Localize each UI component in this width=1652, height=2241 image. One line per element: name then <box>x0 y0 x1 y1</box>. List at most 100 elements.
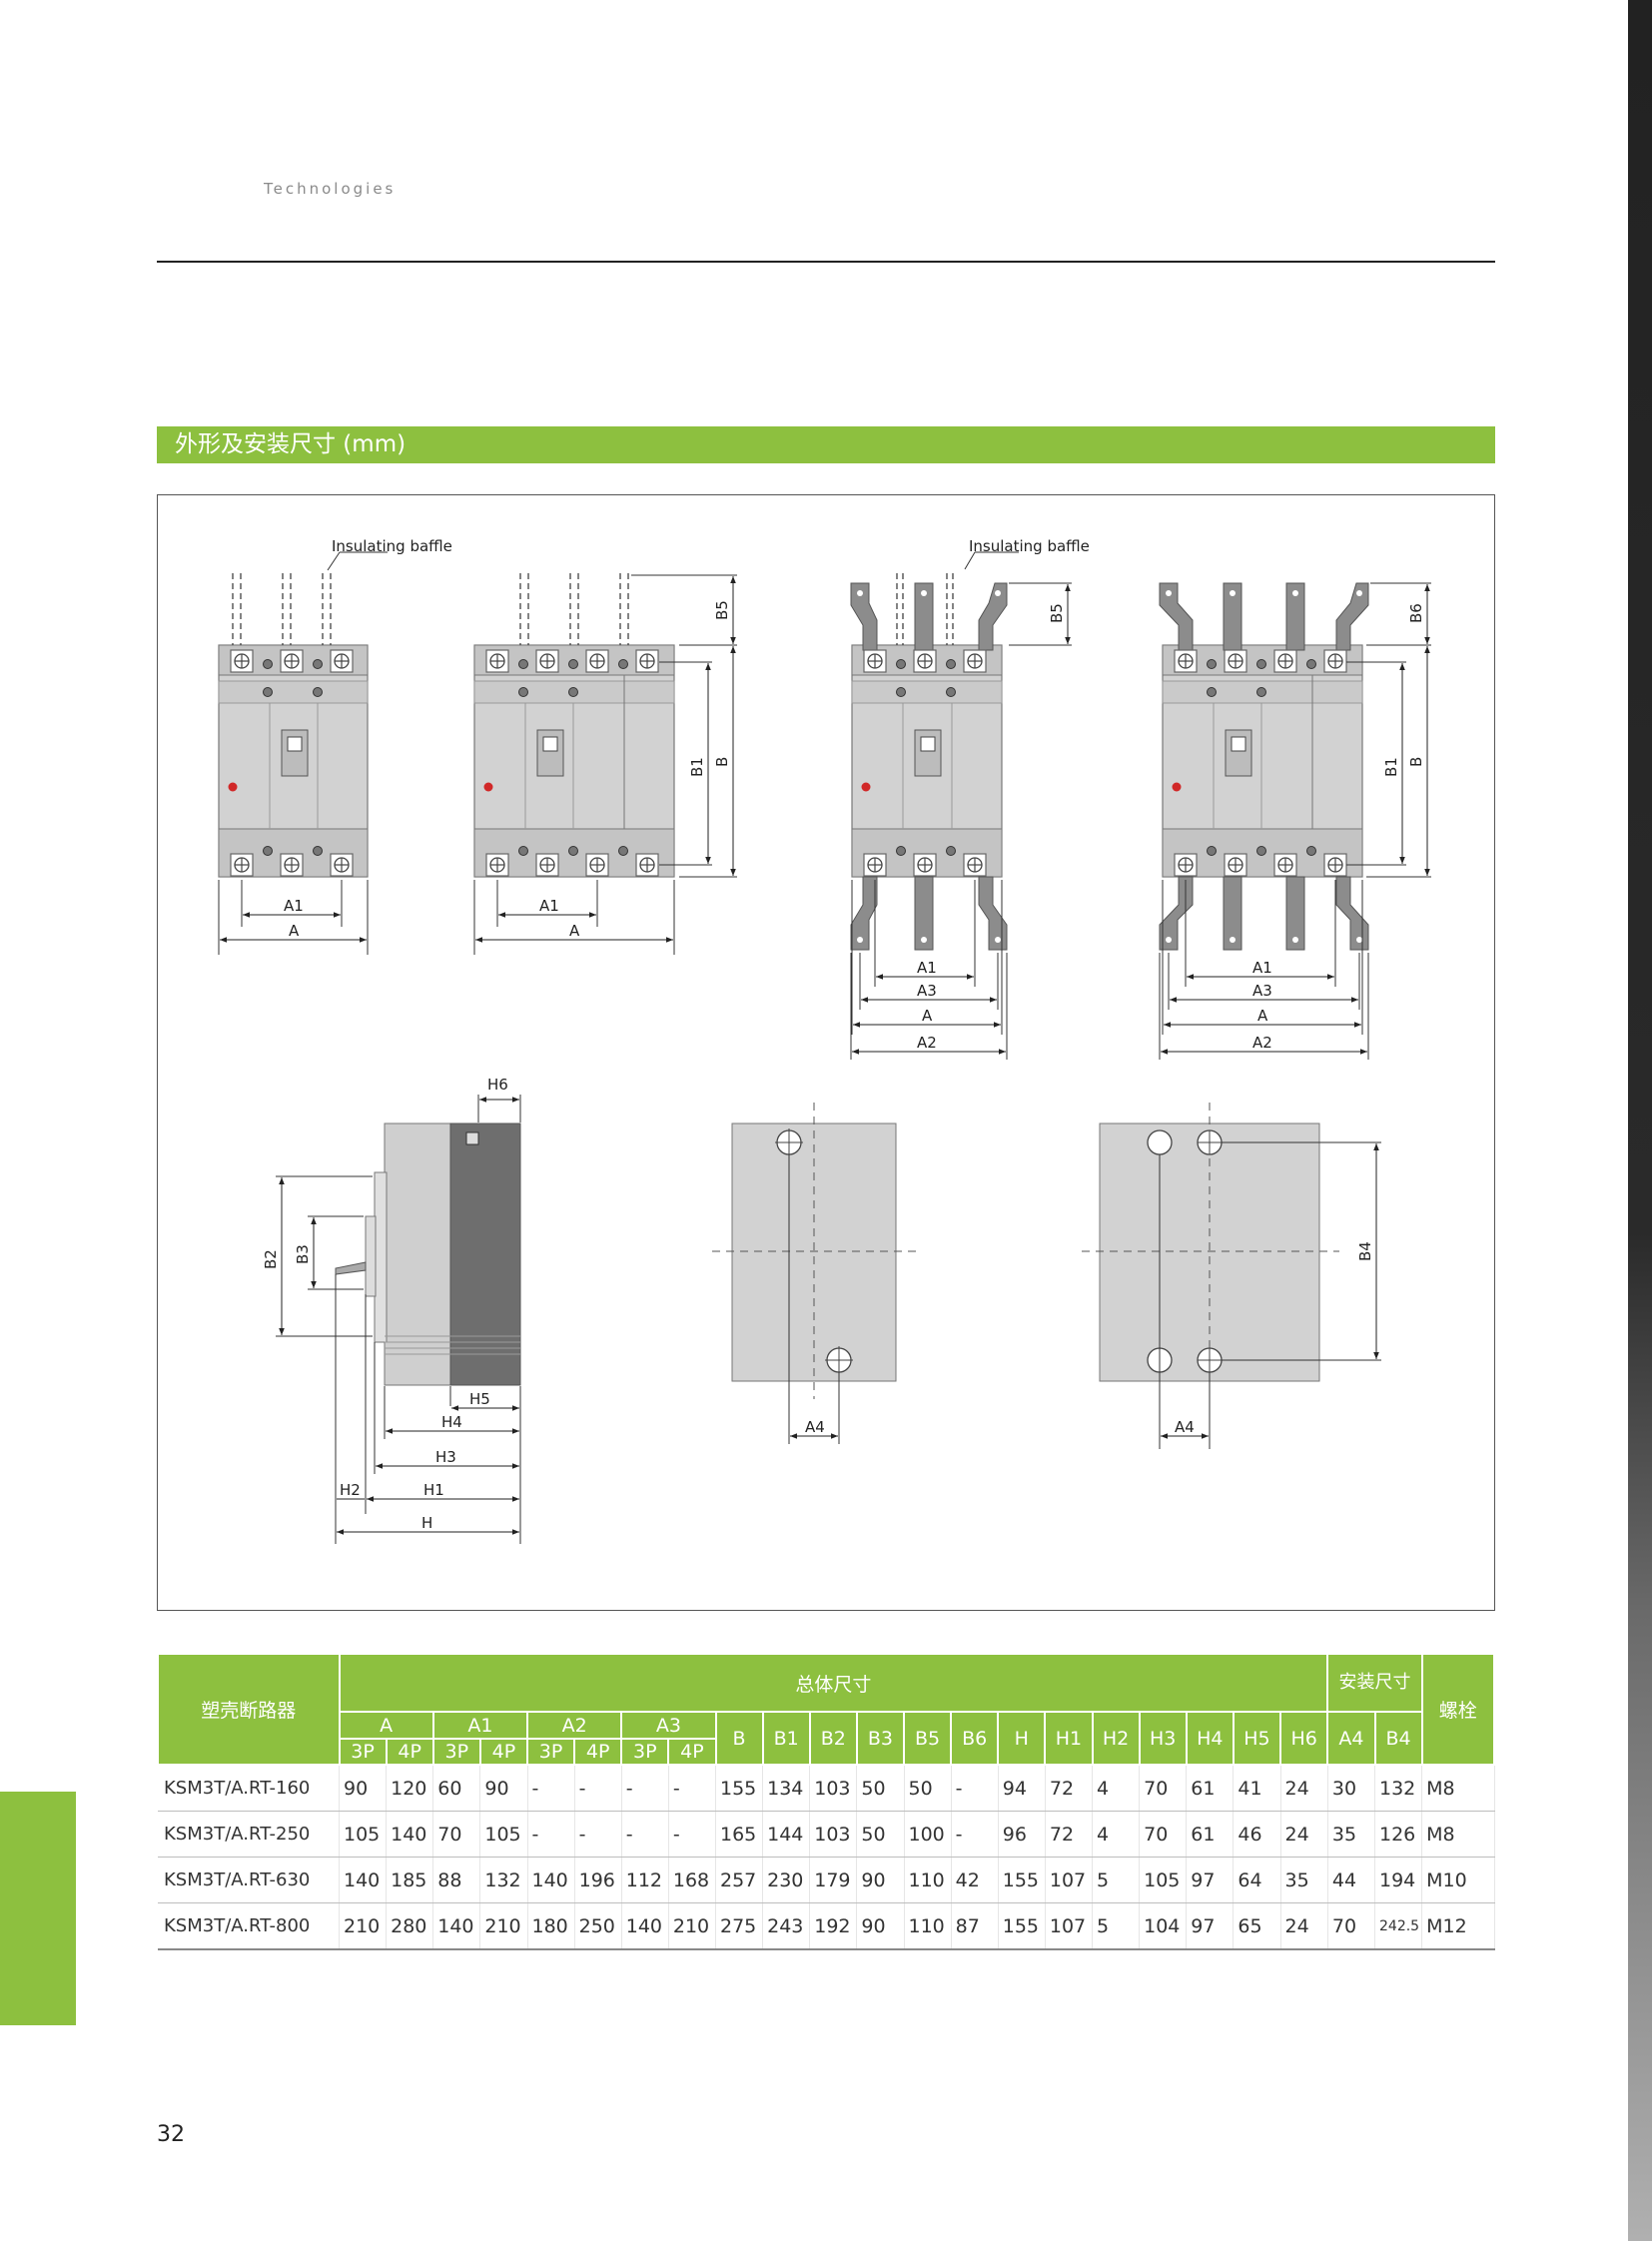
table-cell: 24 <box>1280 1811 1328 1858</box>
column-header: B <box>714 1711 764 1766</box>
column-header: B6 <box>950 1711 1000 1766</box>
dim-label-a2: A2 <box>1252 1034 1272 1052</box>
table-cell: 50 <box>856 1811 905 1858</box>
model-header: 塑壳断路器 <box>157 1653 341 1766</box>
model-cell: KSM3T/A.RT-800 <box>158 1902 340 1950</box>
table-cell: 70 <box>1139 1765 1188 1812</box>
table-cell: 134 <box>762 1765 811 1812</box>
dim-label-a: A <box>569 922 580 940</box>
dim-label-a: A <box>922 1007 933 1025</box>
table-cell: 30 <box>1327 1765 1376 1812</box>
dim-label-a: A <box>1257 1007 1268 1025</box>
front-view-3p: Insulating baffle A1 A <box>218 537 452 955</box>
mounting-view-four-hole: B4 A4 <box>1082 1103 1381 1449</box>
column-group-header: A3 <box>620 1711 717 1740</box>
table-cell: 140 <box>432 1902 481 1950</box>
column-header: H <box>997 1711 1047 1766</box>
running-head: Technologies <box>264 180 397 198</box>
table-cell: 132 <box>1374 1765 1423 1812</box>
column-header: B4 <box>1373 1711 1423 1766</box>
table-cell: 65 <box>1233 1902 1281 1950</box>
table-cell: 155 <box>998 1857 1046 1903</box>
table-cell: - <box>668 1765 717 1812</box>
table-cell: 64 <box>1233 1857 1281 1903</box>
column-header: B2 <box>808 1711 858 1766</box>
dim-label-b1: B1 <box>688 757 706 777</box>
dim-label-a4: A4 <box>805 1418 825 1436</box>
table-cell: 165 <box>715 1811 764 1858</box>
table-cell: 94 <box>998 1765 1046 1812</box>
front-view-4p-busbar: B6 B1 B A1 A3 A A2 <box>1159 582 1431 1060</box>
table-cell: 105 <box>1139 1857 1188 1903</box>
table-cell: 257 <box>715 1857 764 1903</box>
table-cell: 5 <box>1092 1857 1141 1903</box>
table-cell: 70 <box>1327 1902 1376 1950</box>
table-cell: 97 <box>1186 1902 1235 1950</box>
table-cell: 112 <box>621 1857 669 1903</box>
dim-label-a1: A1 <box>284 897 304 915</box>
table-cell: 132 <box>479 1857 528 1903</box>
table-cell: 50 <box>904 1765 952 1812</box>
dim-label-b6: B6 <box>1407 603 1425 623</box>
table-cell: - <box>621 1811 669 1858</box>
table-cell: 105 <box>479 1811 528 1858</box>
column-group-header: A1 <box>431 1711 529 1740</box>
dim-label-b3: B3 <box>294 1244 312 1264</box>
table-cell: 72 <box>1045 1765 1094 1812</box>
table-cell: 110 <box>904 1902 952 1950</box>
table-cell: 90 <box>339 1765 388 1812</box>
dim-label-b2: B2 <box>262 1249 280 1269</box>
table-cell: 192 <box>809 1902 858 1950</box>
mounting-view-two-hole: A4 <box>712 1103 917 1444</box>
table-cell: 230 <box>762 1857 811 1903</box>
dim-label-h: H <box>421 1514 432 1532</box>
table-cell: 87 <box>951 1902 999 1950</box>
table-cell: 100 <box>904 1811 952 1858</box>
table-cell: - <box>527 1811 575 1858</box>
table-cell: - <box>574 1765 622 1812</box>
table-cell: 155 <box>998 1902 1046 1950</box>
table-cell: 50 <box>856 1765 905 1812</box>
pole-subheader: 4P <box>385 1738 434 1766</box>
dim-label-h6: H6 <box>487 1076 508 1094</box>
table-cell: 88 <box>432 1857 481 1903</box>
model-cell: KSM3T/A.RT-630 <box>158 1857 340 1903</box>
table-cell: 4 <box>1092 1765 1141 1812</box>
overall-dimensions-header: 总体尺寸 <box>338 1653 1329 1713</box>
table-cell: 110 <box>904 1857 952 1903</box>
table-cell: M10 <box>1421 1857 1495 1903</box>
pole-subheader: 4P <box>667 1738 717 1766</box>
dim-label-b: B <box>1407 757 1425 767</box>
table-cell: 103 <box>809 1765 858 1812</box>
table-cell: 103 <box>809 1811 858 1858</box>
table-cell: 60 <box>432 1765 481 1812</box>
column-group-header: A2 <box>525 1711 623 1740</box>
column-header: H1 <box>1044 1711 1094 1766</box>
table-cell: 120 <box>386 1765 434 1812</box>
table-cell: 243 <box>762 1902 811 1950</box>
table-cell: 105 <box>339 1811 388 1858</box>
dim-label-b: B <box>713 757 731 767</box>
table-cell: - <box>527 1765 575 1812</box>
table-cell: 210 <box>339 1902 388 1950</box>
column-header: H6 <box>1278 1711 1329 1766</box>
chapter-tab <box>0 1792 76 2025</box>
column-header: B3 <box>855 1711 906 1766</box>
dimension-drawing: Insulating baffle A1 A <box>157 494 1495 1611</box>
pole-subheader: 4P <box>478 1738 529 1766</box>
table-cell: 168 <box>668 1857 717 1903</box>
table-cell: 210 <box>479 1902 528 1950</box>
pole-subheader: 3P <box>431 1738 481 1766</box>
dim-label-h4: H4 <box>441 1413 462 1431</box>
table-cell: 210 <box>668 1902 717 1950</box>
table-cell: 44 <box>1327 1857 1376 1903</box>
pole-subheader: 3P <box>338 1738 388 1766</box>
dim-label-a1: A1 <box>1252 959 1272 977</box>
table-cell: 72 <box>1045 1811 1094 1858</box>
table-cell: 155 <box>715 1765 764 1812</box>
table-cell: 4 <box>1092 1811 1141 1858</box>
